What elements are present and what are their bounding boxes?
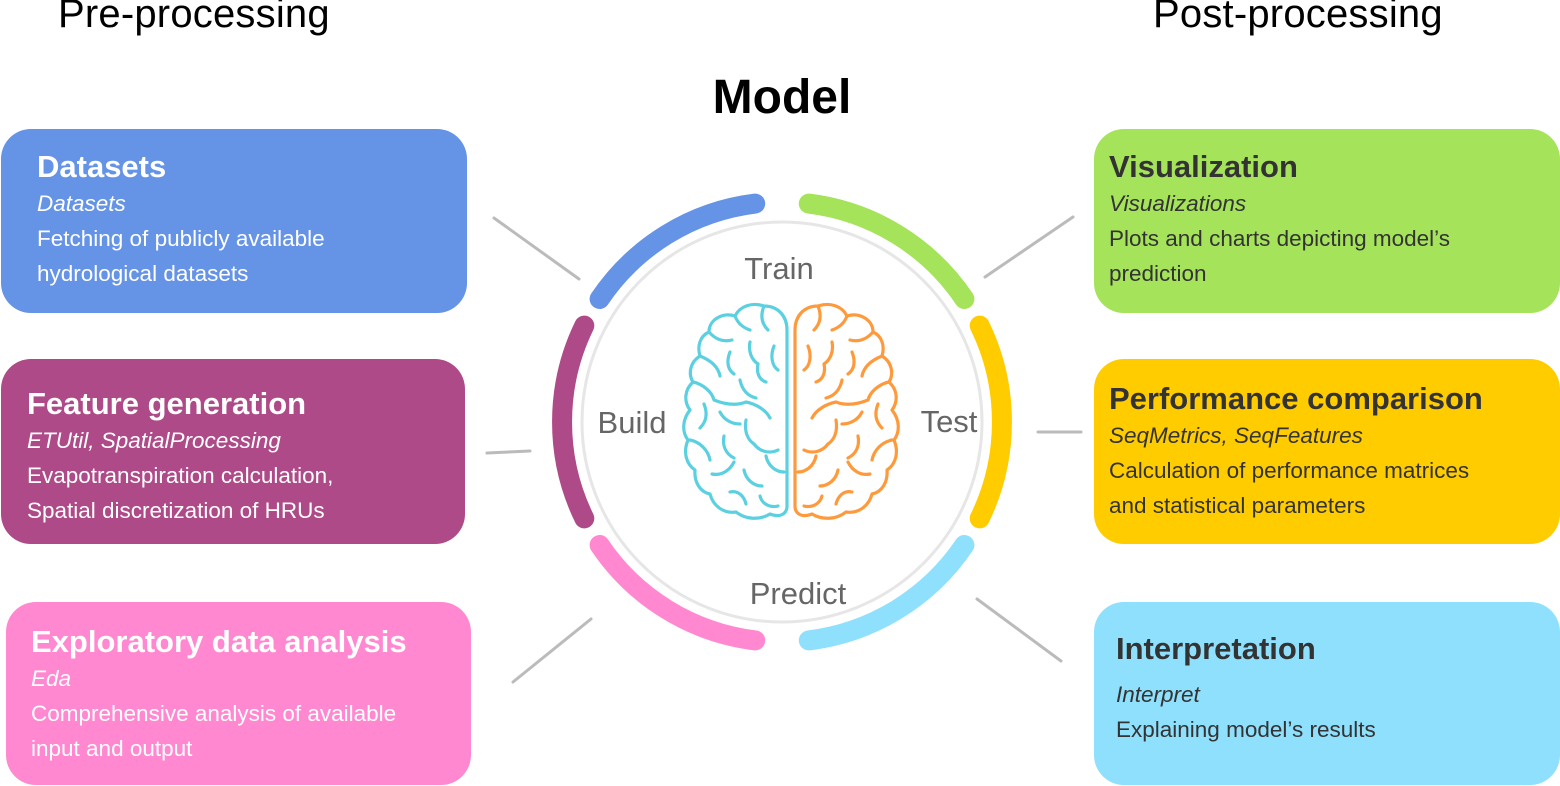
card-module: ETUtil, SpatialProcessing <box>27 428 281 453</box>
ring-segment-eda <box>589 535 766 651</box>
pre-processing-heading: Pre-processing <box>58 0 330 36</box>
card-visualization: Visualization Visualizations Plots and c… <box>1094 129 1560 313</box>
card-description-line: input and output <box>31 736 193 761</box>
card-description-line: hydrological datasets <box>37 261 249 286</box>
stage-label-train: Train <box>744 251 813 286</box>
stage-label-build: Build <box>598 405 667 440</box>
card-description-line: Plots and charts depicting model’s <box>1109 226 1451 251</box>
stage-label-test: Test <box>921 404 978 439</box>
card-module: Interpret <box>1116 682 1200 707</box>
card-description-line: prediction <box>1109 261 1207 286</box>
card-feature-generation: Feature generation ETUtil, SpatialProces… <box>1 359 465 544</box>
card-datasets: Datasets Datasets Fetching of publicly a… <box>1 129 467 313</box>
connector-visualization <box>983 215 1075 279</box>
card-description-line: Evapotranspiration calculation, <box>27 463 334 488</box>
ring-segment-visualization <box>798 193 975 309</box>
card-description-line: Fetching of publicly available <box>37 226 325 251</box>
brain-left-hemisphere-icon <box>682 302 789 520</box>
card-title: Exploratory data analysis <box>31 624 407 659</box>
card-exploratory-data-analysis: Exploratory data analysis Eda Comprehens… <box>6 602 471 785</box>
ring-segment-feature-generation <box>552 315 595 529</box>
card-description-line: Comprehensive analysis of available <box>31 701 397 726</box>
card-title: Datasets <box>37 149 167 184</box>
connector-feature-generation <box>485 449 532 455</box>
card-module: SeqMetrics, SeqFeatures <box>1109 423 1363 448</box>
card-description-line: Calculation of performance matrices <box>1109 458 1470 483</box>
model-heading: Model <box>712 71 852 124</box>
brain-icon <box>682 302 900 520</box>
stage-label-predict: Predict <box>750 576 847 611</box>
card-interpretation: Interpretation Interpret Explaining mode… <box>1094 602 1560 785</box>
card-title: Visualization <box>1109 149 1298 184</box>
card-module: Visualizations <box>1109 191 1247 216</box>
post-processing-heading: Post-processing <box>1153 0 1443 36</box>
brain-right-hemisphere-icon <box>793 302 900 520</box>
card-performance-comparison: Performance comparison SeqMetrics, SeqFe… <box>1094 359 1560 544</box>
card-description-line: Explaining model’s results <box>1116 717 1376 742</box>
ring-segment-performance <box>969 315 1012 529</box>
ring-segment-interpretation <box>798 535 975 651</box>
ring-segment-datasets <box>589 193 766 309</box>
card-description-line: Spatial discretization of HRUs <box>27 498 325 523</box>
card-title: Performance comparison <box>1109 381 1483 416</box>
card-title: Feature generation <box>27 386 307 421</box>
card-module: Datasets <box>37 191 126 216</box>
card-description-line: and statistical parameters <box>1109 493 1366 518</box>
connector-interpretation <box>975 597 1063 663</box>
connector-eda <box>511 617 593 684</box>
inner-ring <box>580 220 984 624</box>
card-module: Eda <box>31 666 72 691</box>
connector-datasets <box>492 216 581 281</box>
card-title: Interpretation <box>1116 631 1316 666</box>
